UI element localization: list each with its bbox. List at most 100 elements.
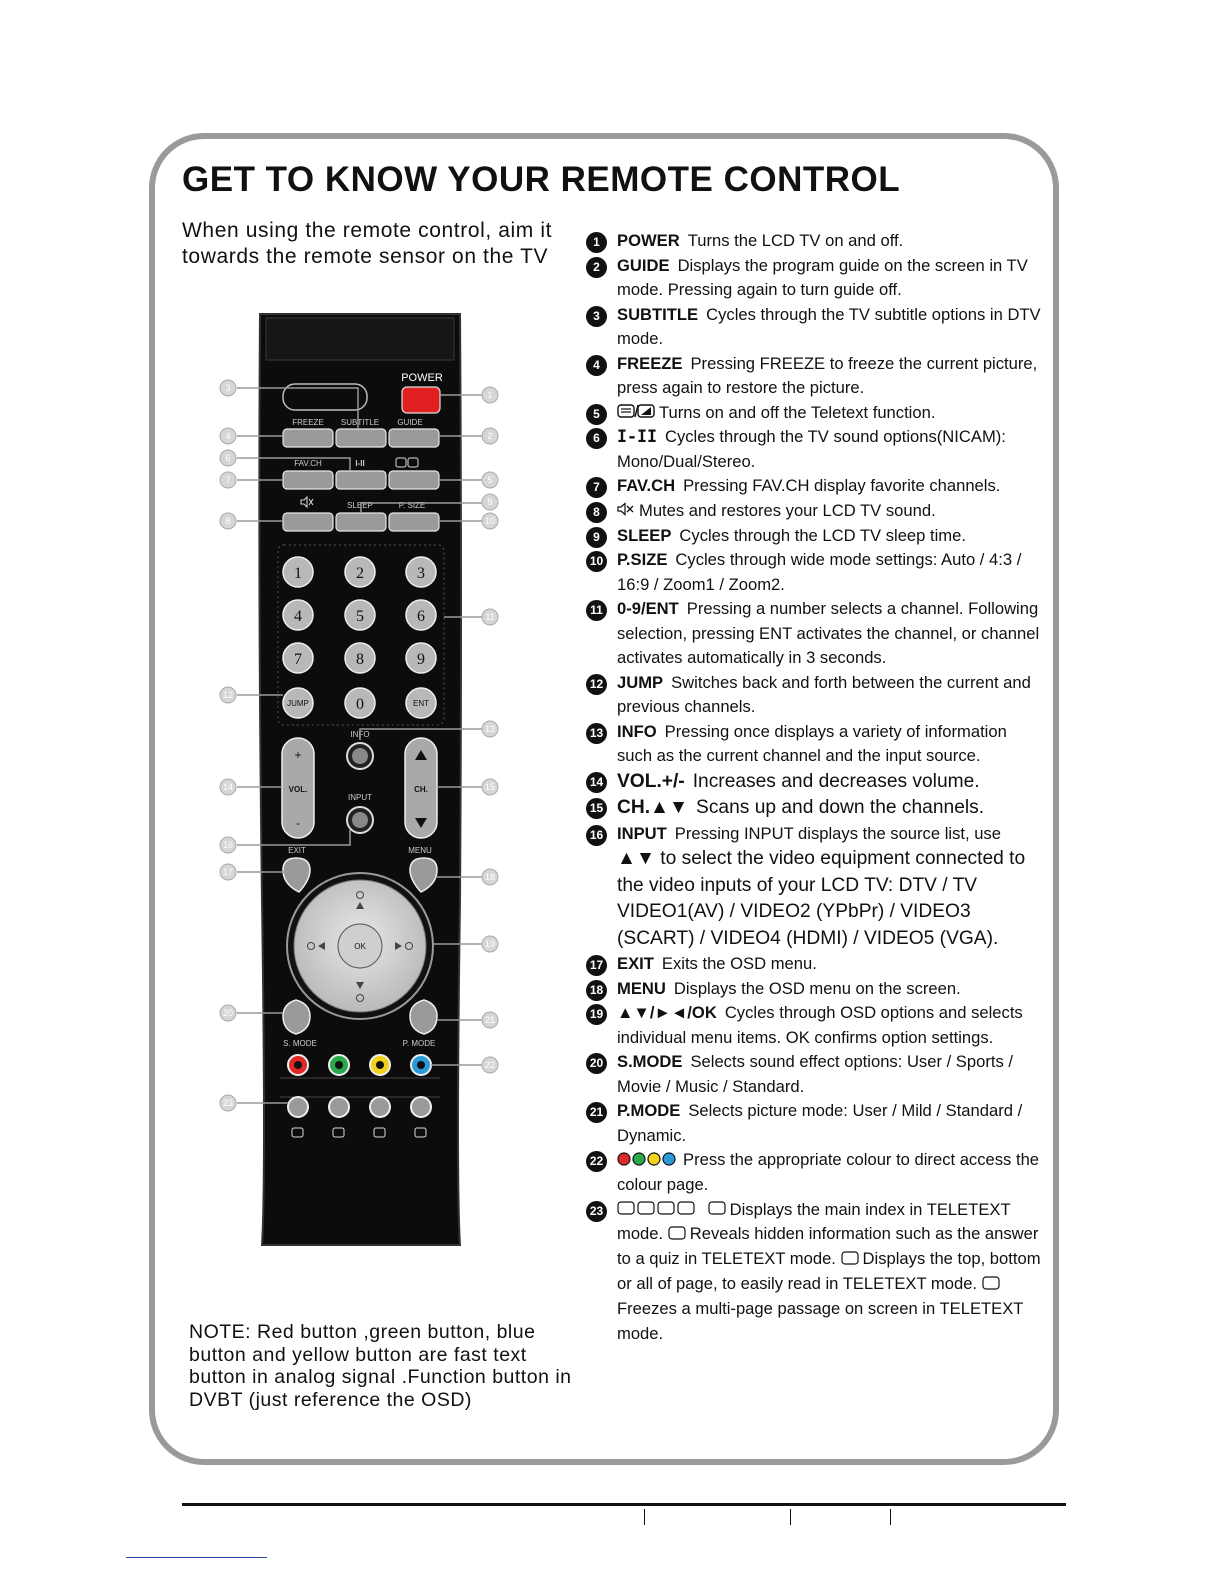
callout-number: 2 xyxy=(487,431,492,441)
digit-0-button xyxy=(344,687,376,719)
vol-minus-label: - xyxy=(296,816,300,830)
item-number: 20 xyxy=(586,1053,607,1075)
item-name: SLEEP xyxy=(617,525,672,545)
item-number: 9 xyxy=(586,526,607,548)
callout-number: 10 xyxy=(485,516,495,526)
callout-number: 15 xyxy=(485,782,495,792)
item-text: Cycles through the TV subtitle options i… xyxy=(617,304,1041,349)
digit-4-button xyxy=(282,599,314,631)
ch-down-icon xyxy=(415,818,427,828)
reveal-icon xyxy=(668,1223,686,1248)
item-text: Switches back and forth between the curr… xyxy=(617,672,1031,717)
item-number: 12 xyxy=(586,673,607,695)
callout-marker xyxy=(219,1004,237,1022)
ch-label: CH. xyxy=(414,785,428,794)
jump-button xyxy=(282,687,314,719)
item-name: POWER xyxy=(617,231,680,250)
digit-9-button xyxy=(405,642,437,674)
callout-marker xyxy=(219,449,237,467)
dpad-right-icon xyxy=(395,942,402,950)
callout-number: 3 xyxy=(225,383,230,393)
ok-button xyxy=(337,923,383,969)
callout-number: 22 xyxy=(485,1060,495,1070)
item-color-keys: 22 Press the appropriate colour to direc… xyxy=(585,1148,1045,1197)
item-number: 6 xyxy=(586,428,607,450)
digit-5-button xyxy=(344,599,376,631)
hold-icon xyxy=(414,1127,427,1138)
item-number: 22 xyxy=(586,1151,607,1173)
item-text: Scans up and down the channels. xyxy=(696,797,985,819)
item-text: Increases and decreases volume. xyxy=(692,770,980,792)
callout-number: 21 xyxy=(485,1015,495,1025)
index-icon xyxy=(708,1198,726,1223)
item-name: ▲▼/►◄/OK xyxy=(617,1003,717,1023)
callout-marker xyxy=(219,379,237,397)
item-name: P.MODE xyxy=(617,1101,681,1121)
size-icon xyxy=(373,1127,386,1138)
favch-label: FAV.CH xyxy=(294,459,322,468)
hold-button xyxy=(410,1096,432,1118)
teletext-icon xyxy=(395,457,419,468)
callout-number: 11 xyxy=(485,612,494,622)
vol-rocker xyxy=(281,737,315,839)
item-text: Displays the OSD menu on the screen. xyxy=(673,978,961,998)
item-text: Exits the OSD menu. xyxy=(661,954,817,974)
item-text: Pressing FAV.CH display favorite channel… xyxy=(683,476,1001,496)
item-favch: 7 FAV.CH Pressing FAV.CH display favorite… xyxy=(585,474,1045,499)
callout-number: 16 xyxy=(223,840,233,850)
item-text-2: ▲▼ to select the video equipment connect… xyxy=(617,848,1026,949)
callout-marker xyxy=(481,386,499,404)
item-text: Cycles through the LCD TV sleep time. xyxy=(679,525,966,545)
callout-number: 6 xyxy=(225,453,230,463)
reveal-icon xyxy=(332,1127,345,1138)
item-text: Pressing once displays a variety of info… xyxy=(617,721,1007,766)
pmode-label: P. MODE xyxy=(403,1039,436,1048)
item-number: 4 xyxy=(586,354,607,376)
sleep-button xyxy=(335,512,387,532)
sound-button xyxy=(335,470,387,490)
callout-marker xyxy=(481,608,499,626)
item-text: Turns on and off the Teletext function. xyxy=(659,402,936,422)
item-number: 2 xyxy=(586,256,607,278)
item-text: Press the appropriate colour to direct a… xyxy=(617,1150,1040,1195)
footer-rule xyxy=(182,1503,1066,1506)
item-number: 7 xyxy=(586,477,607,499)
item-text: Turns the LCD TV on and off. xyxy=(687,231,904,250)
callout-marker xyxy=(481,720,499,738)
digit-2-button xyxy=(344,556,376,588)
item-text-3: Displays the top, bottom or all of page,… xyxy=(617,1249,1041,1294)
teletext-icon xyxy=(617,401,655,426)
digit-1-button xyxy=(282,556,314,588)
vol-plus-label: + xyxy=(294,748,301,762)
item-text: Cycles through the TV sound options(NICA… xyxy=(617,427,1006,471)
psize-button xyxy=(388,512,440,532)
item-text: Displays the program guide on the screen… xyxy=(617,255,1028,300)
item-number: 18 xyxy=(586,979,607,1001)
item-ch: 15 CH.▲▼Scans up and down the channels. xyxy=(585,795,1045,822)
page-title: GET TO KNOW YOUR REMOTE CONTROL xyxy=(182,160,901,199)
menu-label: MENU xyxy=(408,846,432,855)
dpad-down-icon xyxy=(356,982,364,989)
item-name: 0-9/ENT xyxy=(617,599,679,619)
item-name: INFO xyxy=(617,721,657,741)
digit-label: 7 xyxy=(294,651,302,668)
exit-label: EXIT xyxy=(288,846,306,855)
callout-number: 1 xyxy=(487,390,492,400)
item-name: FAV.CH xyxy=(617,476,676,496)
item-name: MENU xyxy=(617,978,666,998)
item-menu: 18 MENU Displays the OSD menu on the scre… xyxy=(585,977,1045,1002)
item-number: 11 xyxy=(586,600,607,622)
callout-marker xyxy=(481,778,499,796)
digit-label: 5 xyxy=(356,608,364,625)
numpad xyxy=(282,556,437,674)
note-text: NOTE: Red button ,green button, blue but… xyxy=(189,1321,572,1411)
digit-label: 9 xyxy=(417,651,425,668)
callout-number: 14 xyxy=(223,782,233,792)
item-number: 8 xyxy=(586,501,607,523)
